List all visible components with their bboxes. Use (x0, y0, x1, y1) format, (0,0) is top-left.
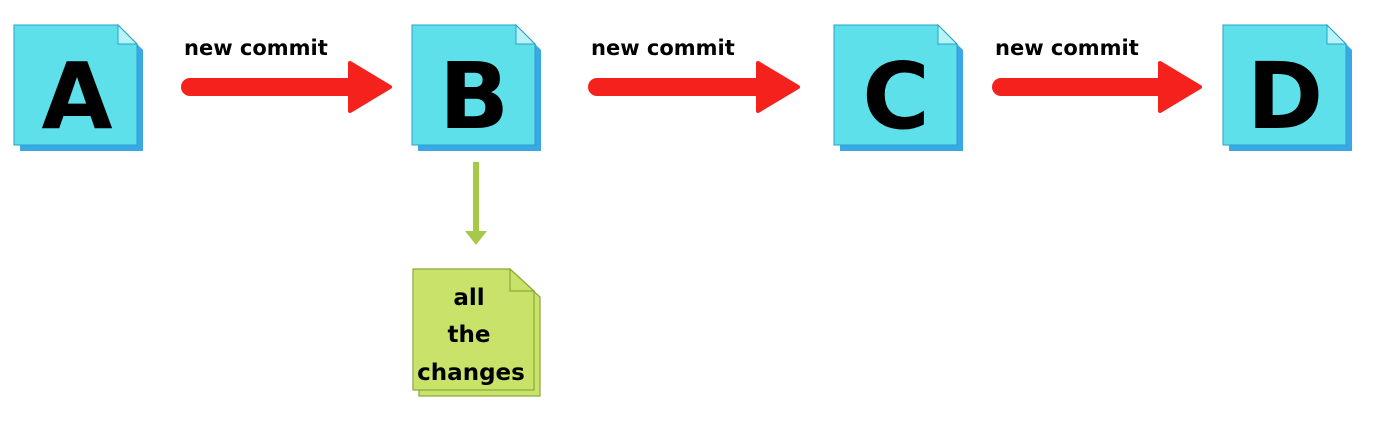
commit-d-fold (1326, 23, 1348, 45)
commit-c-page (833, 24, 958, 146)
commit-a-page (13, 24, 138, 146)
changes-note-fold (509, 267, 536, 292)
edge-c-d: new commit (992, 36, 1202, 113)
changes-note-line-2: the (448, 322, 491, 348)
edge-c-d-arrowhead-icon (1158, 61, 1202, 113)
edge-b-c-label: new commit (591, 36, 735, 60)
commit-d-node: D (1222, 23, 1352, 151)
commit-c-fold (937, 23, 959, 45)
commit-b-fold (515, 23, 537, 45)
commit-b-node: B (411, 23, 541, 151)
edge-b-c-arrowhead-icon (756, 61, 800, 113)
commit-d-label: D (1247, 43, 1323, 150)
edge-a-b-label: new commit (184, 36, 328, 60)
commit-b-page (411, 24, 536, 146)
commit-a-node: A (13, 23, 143, 151)
commit-b-label: B (439, 43, 509, 150)
edge-a-b: new commit (181, 36, 392, 113)
commit-a-fold (117, 23, 139, 45)
changes-note: all the changes (412, 267, 541, 397)
edge-b-c: new commit (588, 36, 800, 113)
edge-a-b-arrowhead-icon (348, 61, 392, 113)
edge-b-note (465, 162, 487, 245)
commit-a-label: A (41, 43, 112, 150)
changes-note-line-3: changes (417, 360, 525, 386)
changes-note-page (412, 268, 535, 391)
commit-c-label: C (862, 43, 930, 150)
commit-c-node: C (833, 23, 963, 151)
changes-note-line-1: all (453, 285, 484, 311)
edge-c-d-label: new commit (995, 36, 1139, 60)
edge-b-note-arrowhead-icon (465, 231, 487, 245)
commit-d-page (1222, 24, 1347, 146)
